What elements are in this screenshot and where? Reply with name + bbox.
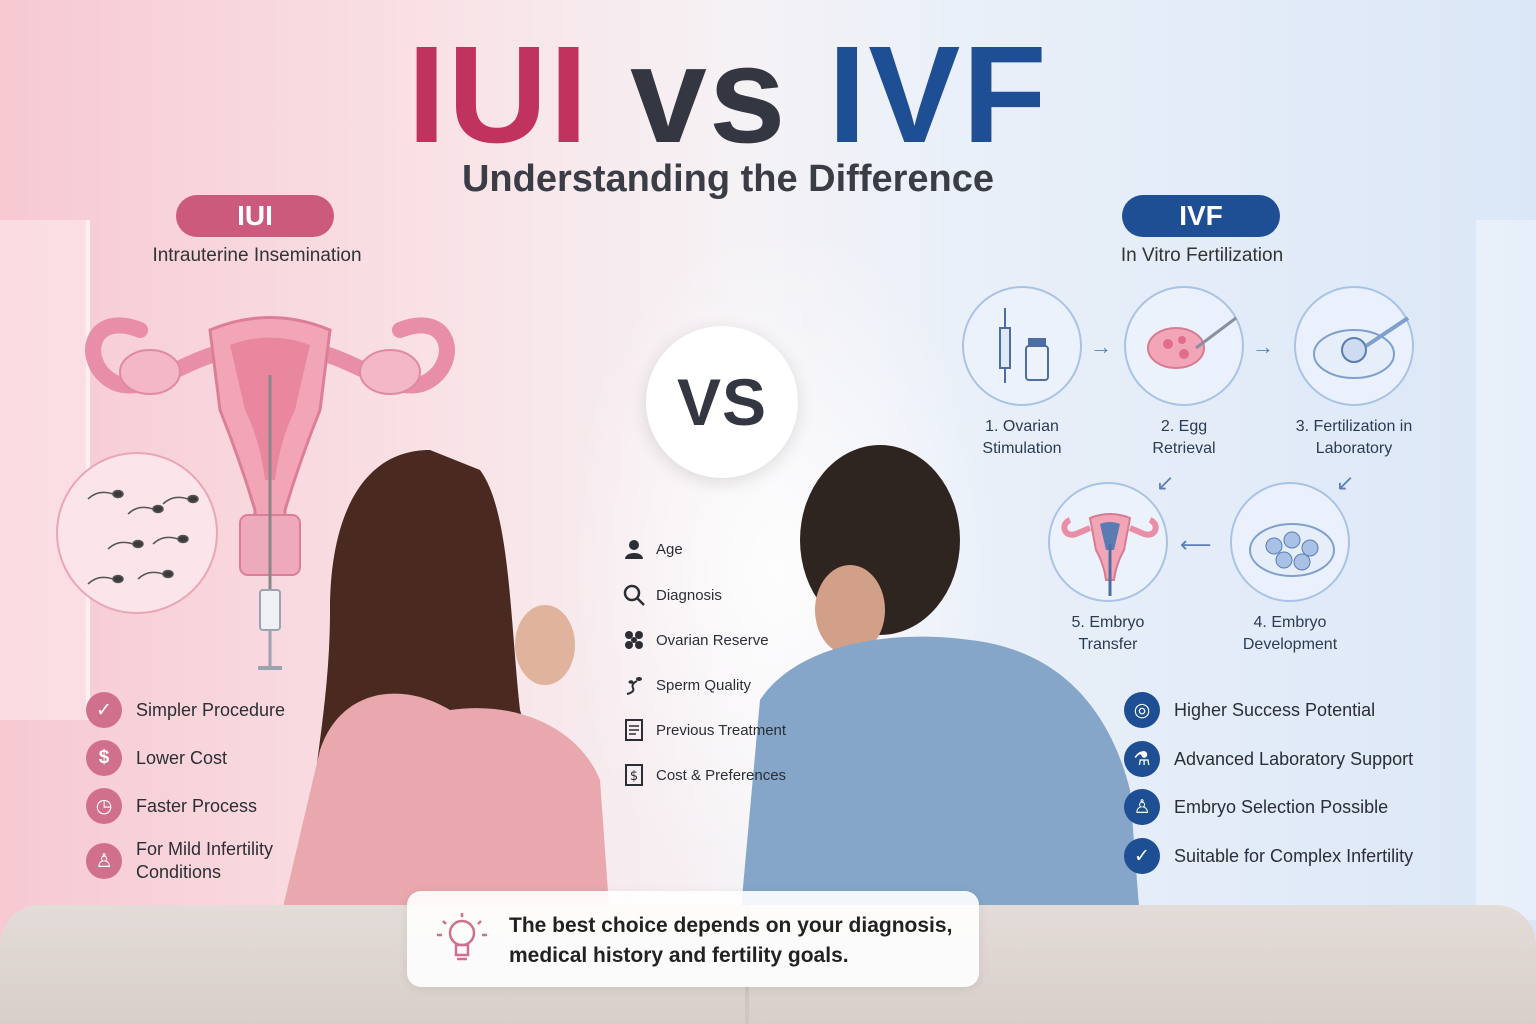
check-icon: ✓ xyxy=(86,692,122,728)
ivf-full-name: In Vitro Fertilization xyxy=(1120,245,1284,266)
ivf-feature-label: Advanced Laboratory Support xyxy=(1174,748,1414,769)
iui-feature-cost: $ Lower Cost xyxy=(86,740,227,776)
cells-icon xyxy=(622,628,646,652)
factor-label: Sperm Quality xyxy=(656,676,752,694)
iui-feature-mild: ♙ For Mild Infertility Conditions xyxy=(86,838,296,884)
document-icon xyxy=(622,718,646,742)
callout-text: The best choice depends on your diagnosi… xyxy=(509,911,969,971)
clock-icon: ◷ xyxy=(86,788,122,824)
factor-label: Ovarian Reserve xyxy=(656,631,769,649)
target-icon: ◎ xyxy=(1124,692,1160,728)
embryo-dish-icon xyxy=(1230,482,1350,602)
background-shelf-right xyxy=(1476,220,1536,920)
ivf-feature-label: Higher Success Potential xyxy=(1174,699,1376,720)
person-icon xyxy=(622,537,646,561)
iui-feature-label: For Mild Infertility Conditions xyxy=(136,839,274,882)
step-label-line2: Stimulation xyxy=(982,440,1062,457)
title-iui: IUI xyxy=(407,18,590,172)
svg-text:$: $ xyxy=(630,769,638,784)
uterus-illustration xyxy=(85,316,455,670)
factor-label: Diagnosis xyxy=(656,586,722,604)
ivf-feature-success: ◎ Higher Success Potential xyxy=(1124,692,1375,728)
step-label-line1: 2. Egg xyxy=(1160,418,1208,435)
factor-label: Age xyxy=(656,540,683,558)
woman-figure xyxy=(280,450,610,920)
arrow-right-icon: → xyxy=(1252,334,1274,359)
arrow-down-left-icon: ↙ xyxy=(1156,470,1175,495)
vs-circle: VS xyxy=(646,326,798,478)
arrow-left-icon: ⟵ xyxy=(1180,532,1212,557)
iui-feature-faster: ◷ Faster Process xyxy=(86,788,257,824)
step-label-line2: Retrieval xyxy=(1152,440,1216,457)
factor-previous-treatment: Previous Treatment xyxy=(622,718,786,742)
title-ivf: IVF xyxy=(827,18,1049,172)
dollar-icon: $ xyxy=(86,740,122,776)
factor-ovarian-reserve: Ovarian Reserve xyxy=(622,628,769,652)
syringe-vial-icon xyxy=(962,286,1082,406)
iui-feature-label: Faster Process xyxy=(136,795,258,816)
iui-feature-simpler: ✓ Simpler Procedure xyxy=(86,692,285,728)
arrow-down-left-icon: ↙ xyxy=(1336,470,1355,495)
ivf-badge: IVF xyxy=(1122,195,1280,237)
uterus-transfer-icon xyxy=(1048,482,1168,602)
ivf-feature-label: Suitable for Complex Infertility xyxy=(1174,845,1414,866)
page-subtitle: Understanding the Difference xyxy=(461,158,995,200)
sperm-icon xyxy=(87,489,199,585)
ivf-step-fertilization: 3. Fertilization in Laboratory xyxy=(1266,286,1442,460)
step-label-line1: 3. Fertilization in xyxy=(1295,418,1413,435)
man-figure xyxy=(740,445,1140,920)
iui-full-name: Intrauterine Insemination xyxy=(152,245,362,266)
flask-icon: ⚗ xyxy=(1124,741,1160,777)
factor-label: Cost & Preferences xyxy=(656,766,787,784)
lightbulb-icon xyxy=(437,913,487,961)
bottom-callout: The best choice depends on your diagnosi… xyxy=(407,891,979,987)
arrow-right-icon: → xyxy=(1090,334,1112,359)
background-shelf-left xyxy=(0,220,90,720)
ivf-feature-laboratory: ⚗ Advanced Laboratory Support xyxy=(1124,741,1413,777)
factor-label: Previous Treatment xyxy=(656,721,787,739)
ivf-feature-embryo-selection: ♙ Embryo Selection Possible xyxy=(1124,789,1388,825)
petri-dish-pipette-icon xyxy=(1294,286,1414,406)
callout-line2: medical history and fertility goals. xyxy=(509,944,849,967)
factor-sperm-quality: Sperm Quality xyxy=(622,673,751,697)
sperm-icon xyxy=(622,673,646,697)
callout-line1: The best choice depends on your diagnosi… xyxy=(509,914,953,937)
page-title: IUI vs IVF xyxy=(0,20,1456,170)
sperm-closeup-illustration xyxy=(56,452,218,614)
step-label-line2: Development xyxy=(1242,636,1338,653)
step-label-line1: 5. Embryo xyxy=(1071,614,1145,631)
ivf-feature-label: Embryo Selection Possible xyxy=(1174,796,1389,817)
step-label-line2: Laboratory xyxy=(1315,440,1393,457)
iui-badge: IUI xyxy=(176,195,334,237)
factor-diagnosis: Diagnosis xyxy=(622,583,722,607)
title-vs: vs xyxy=(630,18,788,172)
factor-age: Age xyxy=(622,537,683,561)
search-icon xyxy=(622,583,646,607)
factor-cost-preferences: $ Cost & Preferences xyxy=(622,763,786,787)
embryo-icon: ♙ xyxy=(1124,789,1160,825)
iui-feature-label: Lower Cost xyxy=(136,747,228,768)
check-circle-icon: ✓ xyxy=(1124,838,1160,874)
step-label-line1: 1. Ovarian xyxy=(985,418,1059,435)
step-label-line1: 4. Embryo xyxy=(1253,614,1327,631)
ivf-feature-complex: ✓ Suitable for Complex Infertility xyxy=(1124,838,1413,874)
step-label-line2: Transfer xyxy=(1078,636,1138,653)
person-icon: ♙ xyxy=(86,843,122,879)
iui-feature-label: Simpler Procedure xyxy=(136,699,286,720)
receipt-icon: $ xyxy=(622,763,646,787)
ovary-needle-icon xyxy=(1124,286,1244,406)
